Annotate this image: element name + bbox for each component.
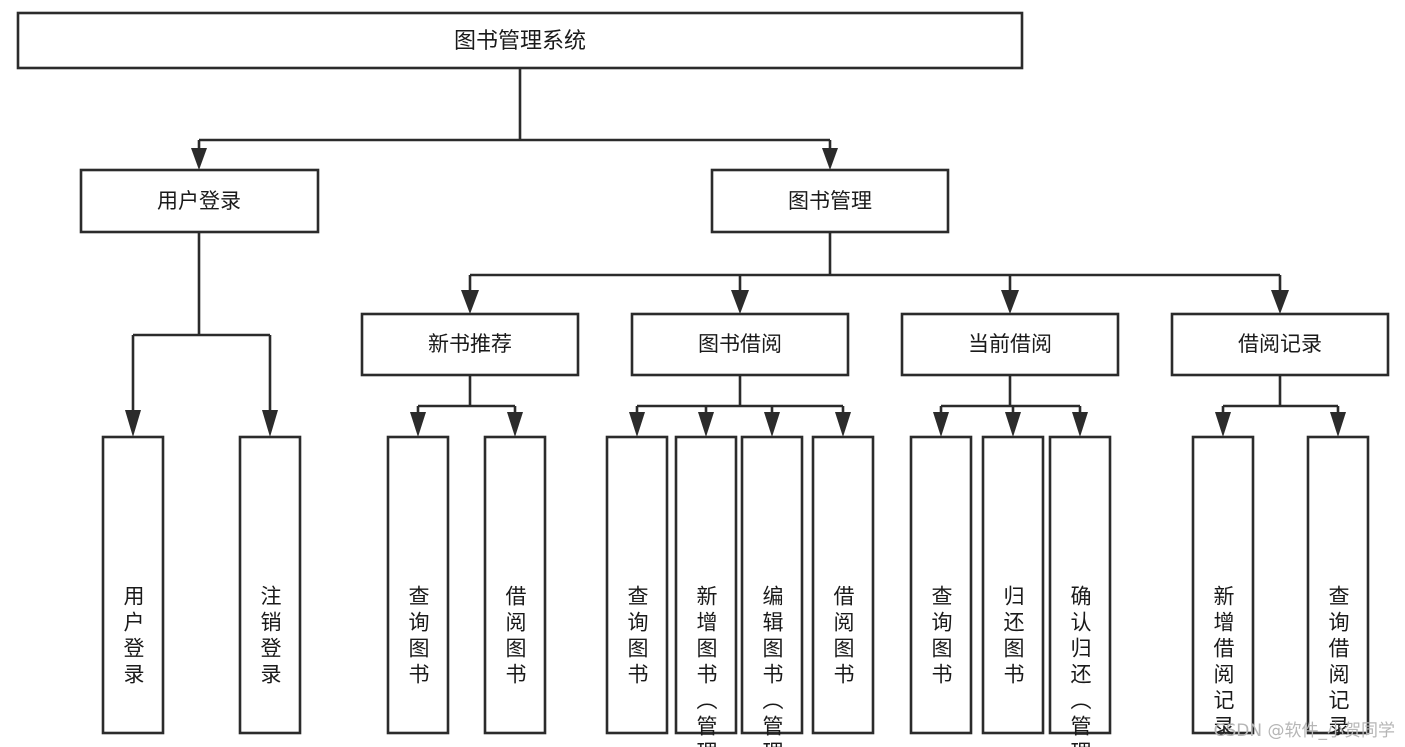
leaf-add-book-label: 新增图书（管理员） — [694, 585, 718, 747]
leaf-query-book-1-box[interactable] — [386, 435, 450, 735]
arrow-head-leaf-edit-book — [764, 412, 780, 437]
leaf-node-confirm-return[interactable]: 确认归还（管理员） — [1048, 435, 1112, 747]
leaf-add-record-label: 新增借阅记录 — [1211, 585, 1235, 741]
leaf-node-edit-book[interactable]: 编辑图书（管理员） — [740, 435, 804, 747]
node-new-book-rec-label: 新书推荐 — [428, 332, 512, 356]
node-root-label: 图书管理系统 — [454, 29, 586, 54]
leaf-node-add-book[interactable]: 新增图书（管理员） — [674, 435, 738, 747]
leaf-edit-book-box[interactable] — [740, 435, 804, 735]
node-book-borrow-box[interactable] — [630, 312, 850, 377]
node-user-login-box[interactable] — [79, 168, 320, 234]
node-current-borrow[interactable]: 当前借阅 — [900, 312, 1120, 377]
arrow-head-leaf-add-record — [1215, 412, 1231, 437]
leaf-return-book-label: 归还图书 — [1001, 585, 1025, 689]
leaf-query-book-2-box[interactable] — [605, 435, 669, 735]
arrow-head-book-borrow — [731, 290, 749, 314]
node-book-borrow[interactable]: 图书借阅 — [630, 312, 850, 377]
leaf-logout-label: 注销登录 — [258, 585, 282, 689]
leaf-return-book-box[interactable] — [981, 435, 1045, 735]
leaf-add-record-box[interactable] — [1191, 435, 1255, 735]
arrow-head-current-borrow — [1001, 290, 1019, 314]
leaf-query-book-1-label: 查询图书 — [406, 585, 430, 689]
leaf-borrow-book-2-label: 借阅图书 — [831, 585, 855, 689]
leaf-borrow-book-2-box[interactable] — [811, 435, 875, 735]
leaf-edit-book-label: 编辑图书（管理员） — [760, 585, 784, 747]
node-user-login[interactable]: 用户登录 — [79, 168, 320, 234]
node-new-book-rec[interactable]: 新书推荐 — [360, 312, 580, 377]
arrow-head-leaf-confirm-return — [1072, 412, 1088, 437]
node-root-box[interactable] — [16, 11, 1024, 70]
node-new-book-rec-box[interactable] — [360, 312, 580, 377]
leaf-node-user-login[interactable]: 用户登录 — [101, 435, 165, 735]
arrow-head-leaf-query-record — [1330, 412, 1346, 437]
leaf-node-return-book[interactable]: 归还图书 — [981, 435, 1045, 735]
leaf-user-login-box[interactable] — [101, 435, 165, 735]
arrow-head-borrow-record — [1271, 290, 1289, 314]
leaf-confirm-return-label: 确认归还（管理员） — [1068, 585, 1092, 747]
arrow-head-leaf-add-book — [698, 412, 714, 437]
arrow-head-leaf-query-book-3 — [933, 412, 949, 437]
leaf-logout-box[interactable] — [238, 435, 302, 735]
node-book-manage[interactable]: 图书管理 — [710, 168, 950, 234]
node-book-borrow-label: 图书借阅 — [698, 332, 782, 356]
leaf-query-record-box[interactable] — [1306, 435, 1370, 735]
connector-layer — [125, 68, 1346, 437]
leaf-node-logout[interactable]: 注销登录 — [238, 435, 302, 735]
arrow-head-leaf-user-login — [125, 410, 141, 437]
csdn-watermark: CSDN @软件_小贺同学 — [1213, 721, 1395, 741]
leaf-confirm-return-box[interactable] — [1048, 435, 1112, 735]
leaf-node-borrow-book-1[interactable]: 借阅图书 — [483, 435, 547, 735]
leaf-node-query-book-3[interactable]: 查询图书 — [909, 435, 973, 735]
node-user-login-label: 用户登录 — [157, 189, 241, 213]
node-current-borrow-label: 当前借阅 — [968, 332, 1052, 356]
leaf-borrow-book-1-box[interactable] — [483, 435, 547, 735]
arrow-head-leaf-query-book-2 — [629, 412, 645, 437]
leaf-node-query-book-2[interactable]: 查询图书 — [605, 435, 669, 735]
arrow-head-leaf-borrow-book-2 — [835, 412, 851, 437]
arrow-head-user-login — [191, 148, 207, 170]
leaf-node-add-record[interactable]: 新增借阅记录 — [1191, 435, 1255, 741]
arrow-head-new-book-rec — [461, 290, 479, 314]
node-book-manage-label: 图书管理 — [788, 189, 872, 213]
node-borrow-record-box[interactable] — [1170, 312, 1390, 377]
leaf-borrow-book-1-label: 借阅图书 — [503, 585, 527, 689]
node-book-manage-box[interactable] — [710, 168, 950, 234]
leaf-query-book-3-label: 查询图书 — [929, 585, 953, 689]
leaf-query-book-2-label: 查询图书 — [625, 585, 649, 689]
arrow-head-leaf-borrow-book-1 — [507, 412, 523, 437]
arrow-head-book-manage — [822, 148, 838, 170]
arrow-head-leaf-logout — [262, 410, 278, 437]
node-borrow-record[interactable]: 借阅记录 — [1170, 312, 1390, 377]
leaf-node-borrow-book-2[interactable]: 借阅图书 — [811, 435, 875, 735]
leaf-query-book-3-box[interactable] — [909, 435, 973, 735]
node-current-borrow-box[interactable] — [900, 312, 1120, 377]
node-borrow-record-label: 借阅记录 — [1238, 332, 1322, 356]
node-root[interactable]: 图书管理系统 — [16, 11, 1024, 70]
arrow-head-leaf-return-book — [1005, 412, 1021, 437]
leaf-add-book-box[interactable] — [674, 435, 738, 735]
leaf-query-record-label: 查询借阅记录 — [1326, 585, 1350, 741]
arrow-head-leaf-query-book-1 — [410, 412, 426, 437]
leaf-user-login-label: 用户登录 — [121, 585, 145, 689]
leaf-node-query-record[interactable]: 查询借阅记录 — [1306, 435, 1370, 741]
leaf-node-query-book-1[interactable]: 查询图书 — [386, 435, 450, 735]
